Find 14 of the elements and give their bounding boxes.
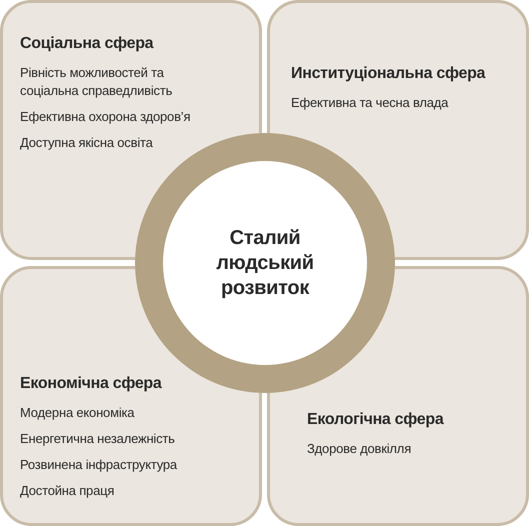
sphere-item: Рівність можливостей та соціальна справедливість (20, 64, 174, 100)
center-title: Сталий людський розвиток (215, 226, 315, 300)
sphere-heading: Екологічна сфера (307, 410, 445, 430)
sphere-item: Модерна економіка (20, 404, 136, 422)
sphere-heading: Соціальна сфера (20, 34, 155, 54)
sphere-item: Розвинена інфраструктура (20, 456, 178, 474)
sphere-item: Енергетична незалежність (20, 430, 176, 448)
sphere-heading: Економічна сфера (20, 374, 163, 394)
sphere-item: Достойна праця (20, 482, 116, 500)
sphere-item: Доступна якісна освіта (20, 134, 154, 152)
sphere-heading: Институціональна сфера (291, 64, 486, 84)
sphere-item: Ефективна та чесна влада (291, 94, 450, 112)
sphere-item: Здорове довкілля (307, 440, 412, 458)
sphere-item: Ефективна охорона здоров’я (20, 108, 192, 126)
